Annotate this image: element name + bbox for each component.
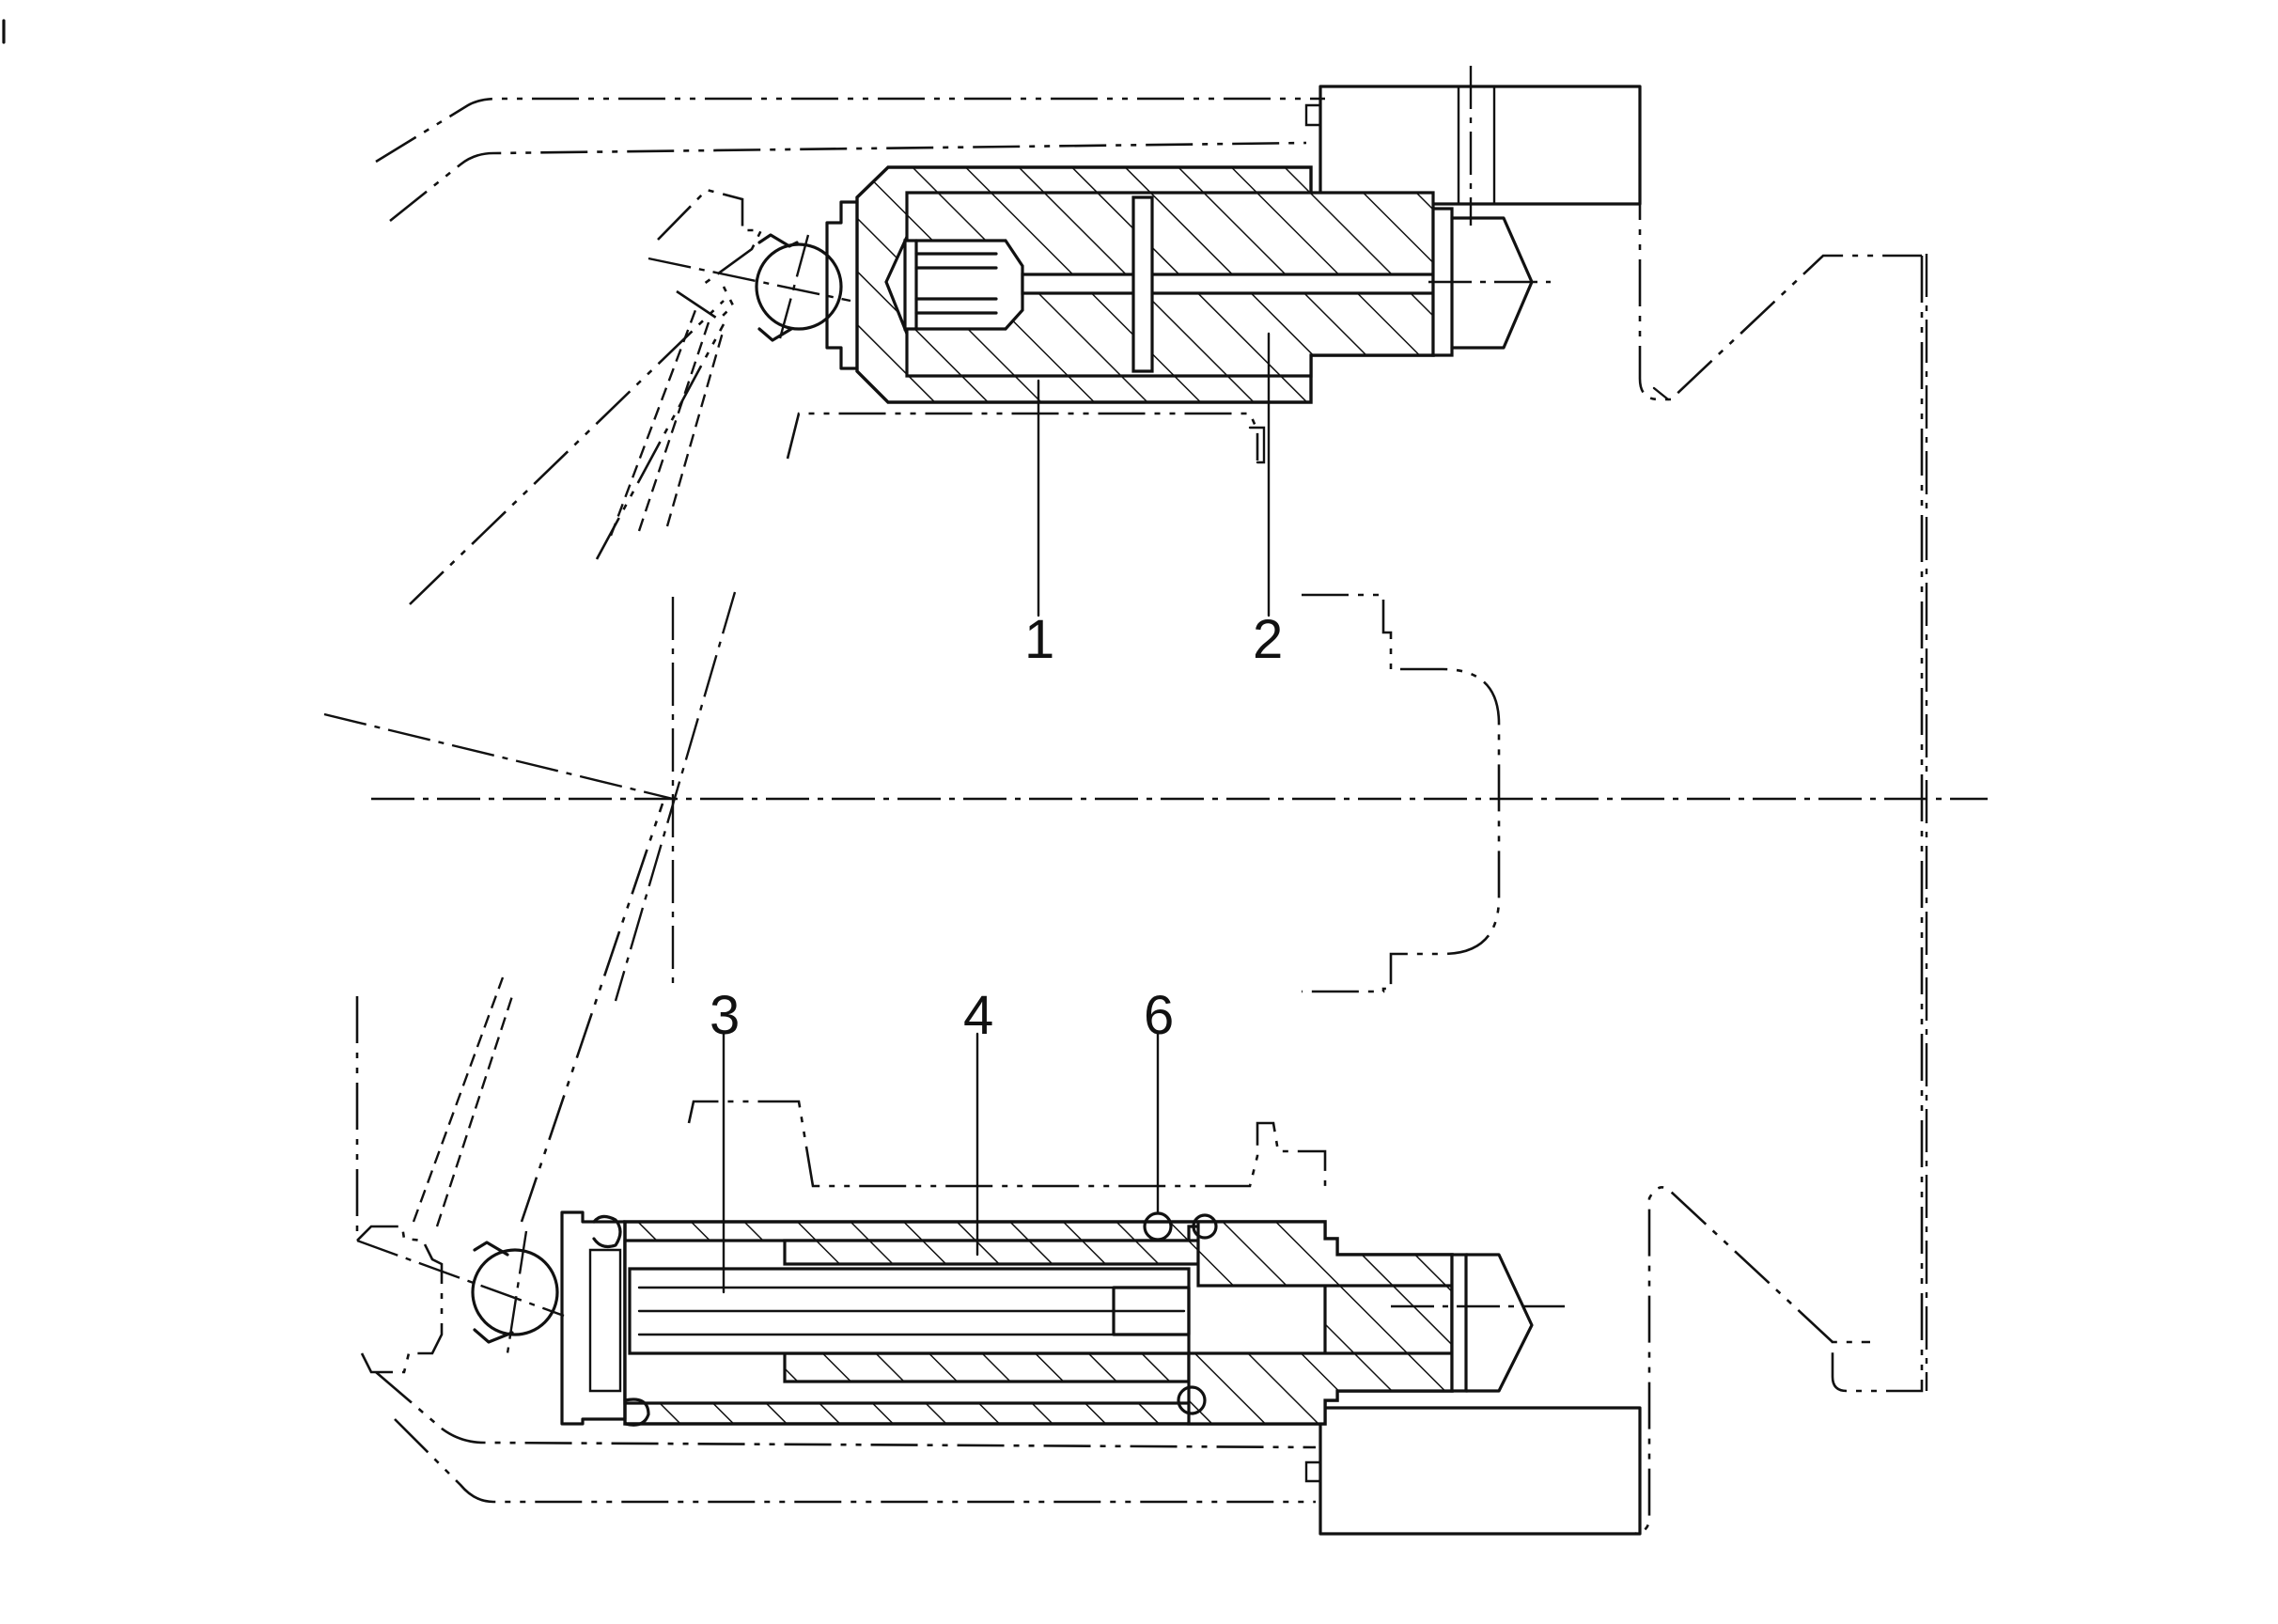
lower-flange-seal-bottom bbox=[623, 1398, 650, 1427]
flange-inner bbox=[588, 1248, 622, 1393]
pivot-oblique-axis bbox=[323, 712, 674, 801]
housing-inner-top bbox=[389, 141, 1307, 223]
top-right-bracket-inner bbox=[1652, 386, 1670, 401]
upper-fork-bracket-2 bbox=[676, 286, 735, 321]
label-part-6: 6 bbox=[1144, 985, 1174, 1046]
top-block-slot bbox=[1304, 103, 1322, 127]
upper-bracket-tab bbox=[1248, 426, 1266, 464]
top-right-bracket bbox=[1638, 86, 1922, 401]
lower-flange-seal-top bbox=[592, 1214, 622, 1249]
upper-link-hidden-1 bbox=[609, 309, 697, 537]
lower-link-edge-1 bbox=[520, 803, 664, 1223]
lower-nozzle-body bbox=[1450, 1253, 1468, 1393]
housing-outline-top bbox=[375, 97, 1325, 164]
upper-left-endpiece bbox=[825, 200, 859, 370]
upper-support-bracket bbox=[786, 412, 1259, 461]
lower-housing-outline-2 bbox=[394, 1418, 1316, 1504]
lower-right-block-bottom bbox=[1187, 1351, 1454, 1426]
label-part-4: 4 bbox=[963, 985, 993, 1046]
top-mounting-block bbox=[1318, 85, 1642, 206]
lower-right-block bbox=[1196, 1220, 1454, 1288]
label-part-3: 3 bbox=[710, 985, 740, 1046]
lower-ball-joint bbox=[356, 1230, 565, 1354]
right-frame bbox=[1831, 256, 1924, 1393]
upper-bore-window bbox=[903, 239, 1024, 331]
upper-spring bbox=[914, 239, 998, 331]
label-part-1: 1 bbox=[1024, 609, 1054, 670]
pivot-oblique-axis-2 bbox=[614, 591, 737, 1002]
lower-link-hidden-2 bbox=[435, 995, 514, 1227]
lower-housing-outline-1 bbox=[375, 1371, 1317, 1449]
upper-ball-joint bbox=[648, 233, 851, 342]
lower-fork-bracket bbox=[356, 1225, 444, 1374]
upper-link-edge-2 bbox=[595, 323, 726, 560]
lower-link-hidden-1 bbox=[412, 976, 505, 1223]
lower-sleeve-part-4 bbox=[783, 1239, 1200, 1266]
upper-link-hidden-3 bbox=[665, 328, 726, 527]
lower-sleeve-part-4-bottom bbox=[783, 1351, 1191, 1383]
lower-mounting-block bbox=[1318, 1406, 1642, 1536]
lower-block-slot bbox=[1304, 1460, 1322, 1483]
lower-nozzle-tip bbox=[1464, 1253, 1534, 1393]
lower-arm-outline bbox=[687, 1100, 1327, 1188]
middle-phantom-bracket bbox=[1302, 593, 1501, 993]
upper-link-edge-1 bbox=[409, 300, 725, 605]
upper-cross-channel bbox=[1131, 195, 1154, 373]
upper-central-channel bbox=[1021, 273, 1435, 295]
upper-link-hidden-2 bbox=[637, 319, 711, 532]
upper-fork-bracket bbox=[657, 188, 764, 289]
label-part-2: 2 bbox=[1253, 609, 1283, 670]
lower-left-flange bbox=[560, 1210, 627, 1426]
rod-inner-slot bbox=[1112, 1286, 1191, 1336]
